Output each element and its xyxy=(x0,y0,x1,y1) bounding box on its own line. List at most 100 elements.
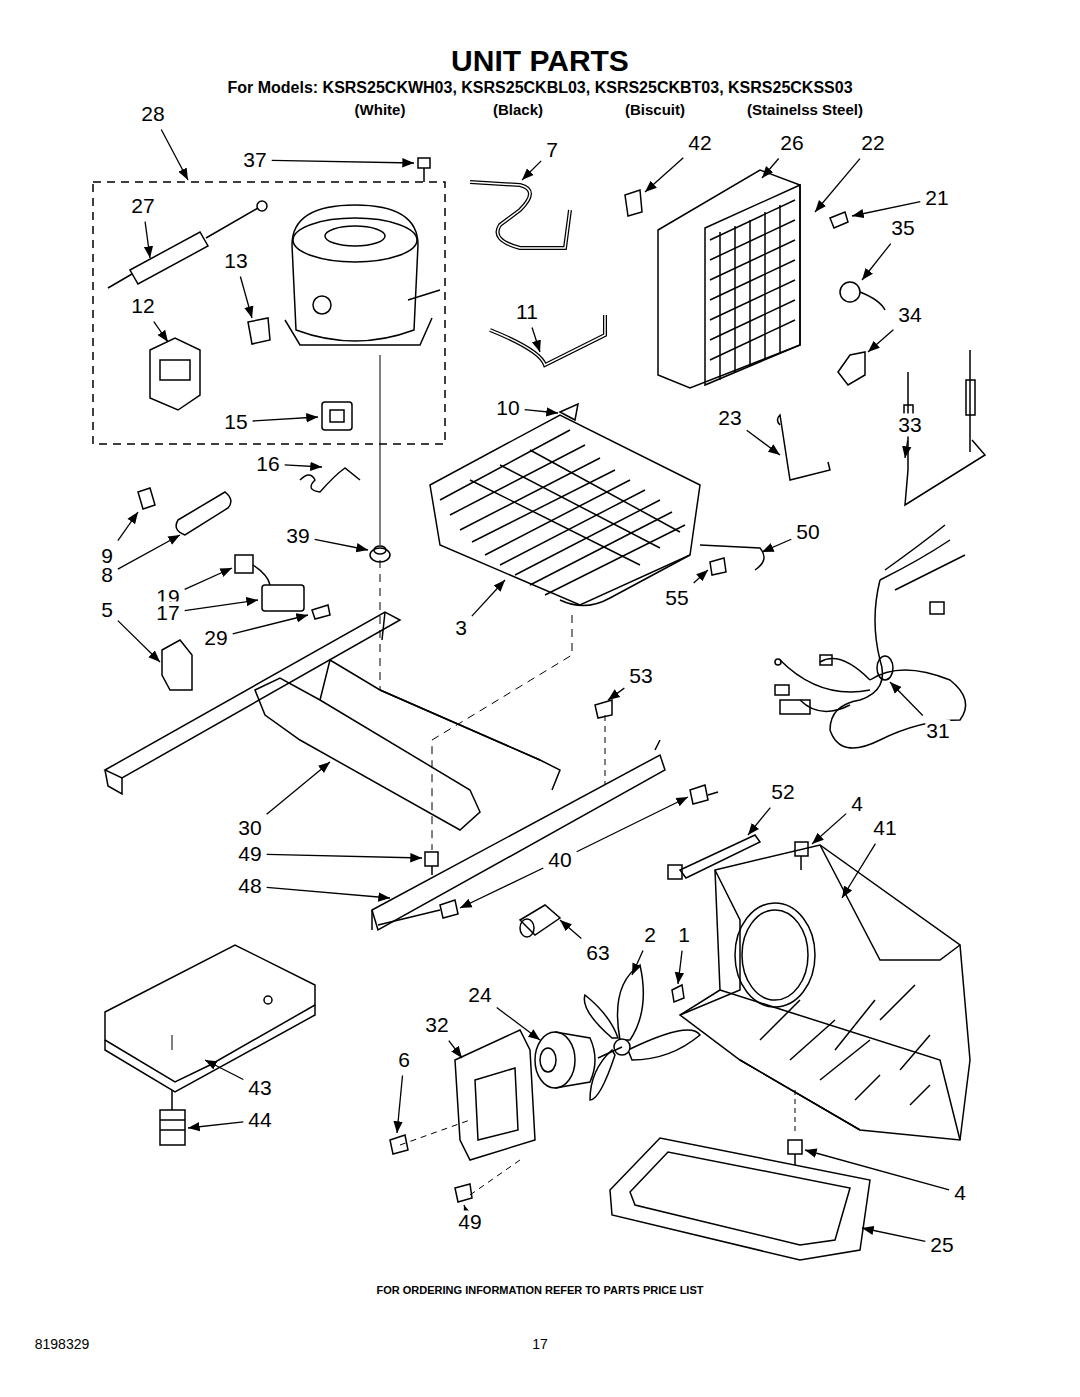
leader-line xyxy=(645,158,683,192)
callout-number: 40 xyxy=(547,848,572,871)
callout-number: 1 xyxy=(677,923,691,946)
callout-number: 21 xyxy=(924,186,949,209)
callout-number: 30 xyxy=(237,816,262,839)
callout-number: 43 xyxy=(247,1076,272,1099)
overload xyxy=(322,402,352,430)
compressor xyxy=(285,205,440,345)
leader-line xyxy=(240,277,252,318)
leader-line xyxy=(118,621,160,662)
leader-line xyxy=(161,130,188,180)
callout-number: 3 xyxy=(454,616,468,639)
leader-line xyxy=(762,539,791,552)
wire xyxy=(300,468,360,492)
base-plate xyxy=(105,945,315,1082)
leader-line xyxy=(862,1228,925,1241)
screw xyxy=(690,785,718,804)
frame-rail xyxy=(105,612,560,830)
callout-number: 4 xyxy=(953,1181,967,1204)
callout-number: 4 xyxy=(850,792,864,815)
leader-line xyxy=(862,244,891,280)
leader-line xyxy=(267,854,422,858)
leader-line xyxy=(118,535,180,569)
callout-number: 22 xyxy=(860,131,885,154)
callout-number: 37 xyxy=(242,148,267,171)
leader-line xyxy=(272,160,414,163)
leader-line xyxy=(188,1122,243,1128)
callout-number: 28 xyxy=(140,102,165,125)
group-box xyxy=(93,182,445,444)
condenser xyxy=(625,170,800,388)
color-name: (Stainelss Steel) xyxy=(746,102,864,119)
leader-line xyxy=(694,570,708,583)
callout-number: 23 xyxy=(717,406,742,429)
screw xyxy=(788,1140,802,1165)
leader-line xyxy=(747,430,780,455)
callout-number: 12 xyxy=(130,294,155,317)
leader-line xyxy=(812,814,846,844)
leader-line xyxy=(253,417,318,421)
leader-line xyxy=(678,951,682,984)
screw xyxy=(378,900,458,925)
callout-number: 31 xyxy=(925,719,950,742)
callout-number: 11 xyxy=(515,300,539,323)
callout-number: 53 xyxy=(628,664,653,687)
leader-line xyxy=(472,580,505,616)
callout-number: 50 xyxy=(795,520,820,543)
callout-number: 48 xyxy=(237,874,262,897)
wire-harness xyxy=(775,525,966,748)
leader-line xyxy=(145,222,150,258)
page-number: 17 xyxy=(531,1337,549,1352)
leader-line xyxy=(460,868,543,908)
screw xyxy=(425,852,438,875)
callout-number: 16 xyxy=(255,452,280,475)
callout-number: 29 xyxy=(203,626,228,649)
screw xyxy=(595,700,612,718)
tube xyxy=(490,315,605,365)
leader-line xyxy=(868,330,893,352)
leader-line xyxy=(154,322,168,342)
callout-number: 5 xyxy=(100,598,114,621)
callout-number: 55 xyxy=(664,586,689,609)
screw xyxy=(795,842,808,870)
leader-line xyxy=(842,844,875,898)
coil xyxy=(430,415,700,606)
callout-number: 25 xyxy=(929,1233,954,1256)
callout-number: 7 xyxy=(545,138,559,161)
callout-number: 15 xyxy=(223,410,248,433)
leader-line xyxy=(905,441,908,458)
leader-line xyxy=(852,202,920,216)
screw xyxy=(455,1184,472,1202)
leader-line xyxy=(463,1205,465,1206)
color-name: (White) xyxy=(354,102,407,119)
leader-line xyxy=(748,808,770,835)
leader-line xyxy=(267,762,330,814)
leader-line xyxy=(815,159,860,212)
footer-note: FOR ORDERING INFORMATION REFER TO PARTS … xyxy=(376,1284,705,1296)
model-list: For Models: KSRS25CKWH03, KSRS25CKBL03, … xyxy=(226,79,853,97)
callout-number: 52 xyxy=(770,780,795,803)
callout-number: 33 xyxy=(897,413,922,436)
leader-line xyxy=(805,1150,949,1190)
connector xyxy=(235,555,253,573)
leader-line xyxy=(532,328,540,352)
leader-line xyxy=(118,512,138,541)
callout-number: 34 xyxy=(897,303,922,326)
fan-motor xyxy=(535,1032,622,1088)
leader-line xyxy=(315,539,368,550)
leader-line xyxy=(577,797,688,852)
callout-number: 63 xyxy=(585,941,610,964)
screw xyxy=(418,158,430,182)
relay xyxy=(150,338,200,410)
grommet xyxy=(370,548,390,562)
screw xyxy=(830,212,848,228)
grommet xyxy=(138,488,155,509)
leader-line xyxy=(560,920,581,939)
leader-line xyxy=(205,1060,243,1080)
bracket xyxy=(162,640,192,690)
callout-number: 44 xyxy=(247,1108,272,1131)
leveler xyxy=(160,1090,185,1145)
page-title: UNIT PARTS xyxy=(450,44,630,77)
leader-line xyxy=(497,1008,540,1040)
leader-line xyxy=(267,887,390,898)
